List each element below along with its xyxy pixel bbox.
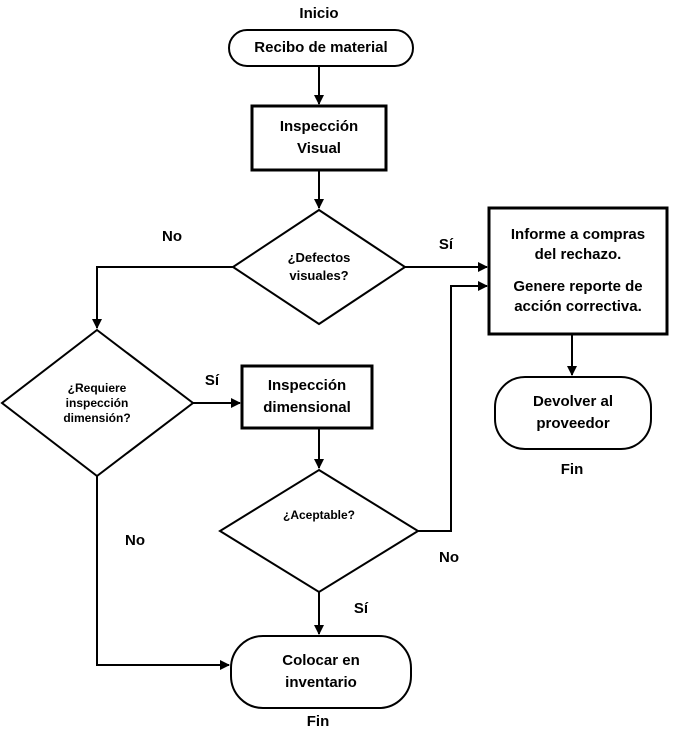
defects-decision-text: ¿Defectos visuales? (264, 237, 374, 297)
return-supplier-terminal (494, 376, 652, 450)
dimensional-inspection-box (240, 364, 374, 430)
arrow-defects-no-to-requires (92, 266, 233, 329)
defects-line-1: ¿Defectos (287, 250, 351, 265)
receive-terminal (228, 29, 414, 67)
acceptable-no-label: No (439, 549, 459, 566)
return-line-1: Devolver al (532, 393, 614, 410)
visual-inspection-line-2: Visual (297, 140, 341, 157)
visual-inspection-box (250, 104, 388, 172)
place-inventory-terminal (230, 635, 412, 709)
receive-label: Recibo de material (254, 39, 388, 56)
dimensional-line-2: dimensional (263, 399, 351, 416)
requires-yes-label: Sí (204, 372, 220, 389)
defects-line-2: visuales? (289, 268, 349, 283)
defects-no-label: No (162, 228, 182, 245)
requires-line-2: inspección (65, 395, 129, 410)
defects-decision-diamond (231, 208, 407, 326)
arrow-requires-no-to-inventory (96, 476, 230, 670)
acceptable-yes-label: Sí (353, 600, 369, 617)
requires-no-label: No (125, 532, 145, 549)
dimensional-line-1: Inspección (267, 377, 347, 394)
requires-line-1: ¿Requiere (67, 380, 127, 395)
report-line-1: Informe a compras (510, 226, 646, 243)
acceptable-decision-diamond (218, 468, 420, 594)
report-line-4: acción correctiva. (514, 298, 642, 315)
receive-text: Recibo de material (229, 30, 413, 66)
place-inventory-text: Colocar en inventario (231, 636, 411, 708)
report-text: Informe a compras del rechazo. Genere re… (489, 208, 667, 334)
arrow-acceptable-no-to-report (418, 281, 488, 532)
acceptable-decision-text: ¿Aceptable? (259, 505, 379, 525)
return-line-2: proveedor (536, 415, 610, 432)
visual-inspection-line-1: Inspección (279, 118, 359, 135)
inventory-line-2: inventario (285, 674, 357, 691)
requires-line-3: dimensión? (63, 410, 131, 425)
end-inventory-label: Fin (306, 713, 330, 730)
defects-yes-label: Sí (438, 236, 454, 253)
return-supplier-text: Devolver al proveedor (495, 377, 651, 449)
dimensional-inspection-text: Inspección dimensional (242, 366, 372, 428)
start-label: Inicio (299, 5, 339, 22)
report-box (487, 206, 669, 336)
end-return-label: Fin (560, 461, 584, 478)
acceptable-label: ¿Aceptable? (282, 507, 355, 522)
inventory-line-1: Colocar en (282, 652, 360, 669)
visual-inspection-text: Inspección Visual (252, 106, 386, 170)
requires-decision-text: ¿Requiere inspección dimensión? (37, 370, 157, 436)
report-line-3: Genere reporte de (513, 278, 643, 295)
report-line-2: del rechazo. (534, 246, 622, 263)
